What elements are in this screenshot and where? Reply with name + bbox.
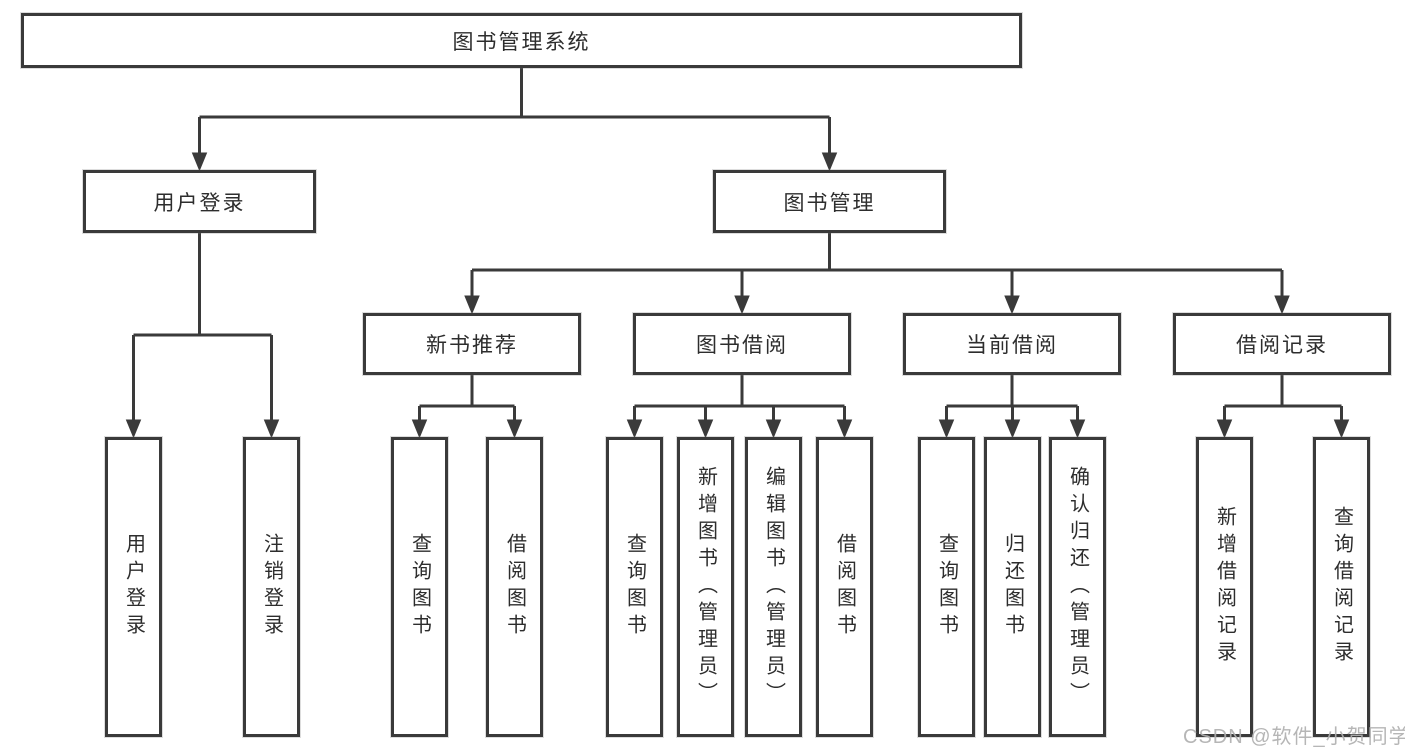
leaf-query-borrow-record: 查询借阅记录	[1313, 437, 1370, 737]
node-new-book-recommend: 新书推荐	[363, 313, 581, 375]
leaf-query-books-current: 查询图书	[918, 437, 975, 737]
leaf-user-login: 用户登录	[105, 437, 162, 737]
leaf-borrow-books: 借阅图书	[816, 437, 873, 737]
leaf-query-books-borrow: 查询图书	[606, 437, 663, 737]
node-current-borrow: 当前借阅	[903, 313, 1121, 375]
leaf-add-borrow-record: 新增借阅记录	[1196, 437, 1253, 737]
leaf-query-books-recommend: 查询图书	[391, 437, 448, 737]
leaf-add-books-admin: 新增图书（管理员）	[677, 437, 734, 737]
leaf-edit-books-admin: 编辑图书（管理员）	[745, 437, 802, 737]
leaf-return-books: 归还图书	[984, 437, 1041, 737]
node-book-borrow: 图书借阅	[633, 313, 851, 375]
node-book-management: 图书管理	[713, 170, 946, 233]
node-borrow-records: 借阅记录	[1173, 313, 1391, 375]
node-root-library-management-system: 图书管理系统	[21, 13, 1022, 68]
leaf-logout: 注销登录	[243, 437, 300, 737]
leaf-borrow-books-recommend: 借阅图书	[486, 437, 543, 737]
node-user-login: 用户登录	[83, 170, 316, 233]
csdn-watermark: CSDN @软件_小贺同学	[1183, 726, 1405, 747]
leaf-confirm-return-admin: 确认归还（管理员）	[1049, 437, 1106, 737]
